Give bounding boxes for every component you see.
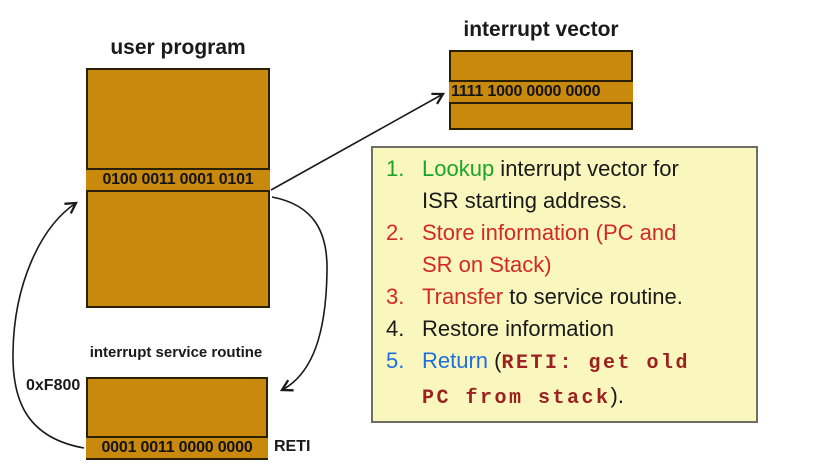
- interrupt-vector-box: 1111 1000 0000 0000: [449, 50, 633, 130]
- interrupt-vector-cell: 1111 1000 0000 0000: [449, 80, 633, 104]
- arrow-return-to-user-program-icon: [12, 201, 85, 449]
- step-item-4: 4. Restore information: [386, 313, 750, 345]
- user-program-instruction-cell: 0100 0011 0001 0101: [86, 168, 270, 192]
- step-text: Transfer to service routine.: [422, 284, 683, 309]
- arrow-transfer-to-isr-icon: [271, 196, 328, 392]
- isr-start-address-label: 0xF800: [26, 377, 81, 394]
- isr-label: interrupt service routine: [89, 344, 263, 361]
- user-program-label: user program: [110, 36, 246, 59]
- isr-reti-instruction-cell: 0001 0011 0000 0000: [86, 436, 268, 460]
- isr-box: 0001 0011 0000 0000: [86, 377, 268, 460]
- step-item-3: 3. Transfer to service routine.: [386, 281, 750, 313]
- step-number: 5.: [386, 348, 405, 373]
- reti-label: RETI: [274, 438, 311, 455]
- interrupt-vector-label: interrupt vector: [463, 18, 619, 41]
- user-program-box: 0100 0011 0001 0101: [86, 68, 270, 308]
- step-number: 2.: [386, 220, 405, 245]
- step-number: 4.: [386, 316, 405, 341]
- step-text: Restore information: [422, 316, 614, 341]
- step-number: 1.: [386, 156, 405, 181]
- step-number: 3.: [386, 284, 405, 309]
